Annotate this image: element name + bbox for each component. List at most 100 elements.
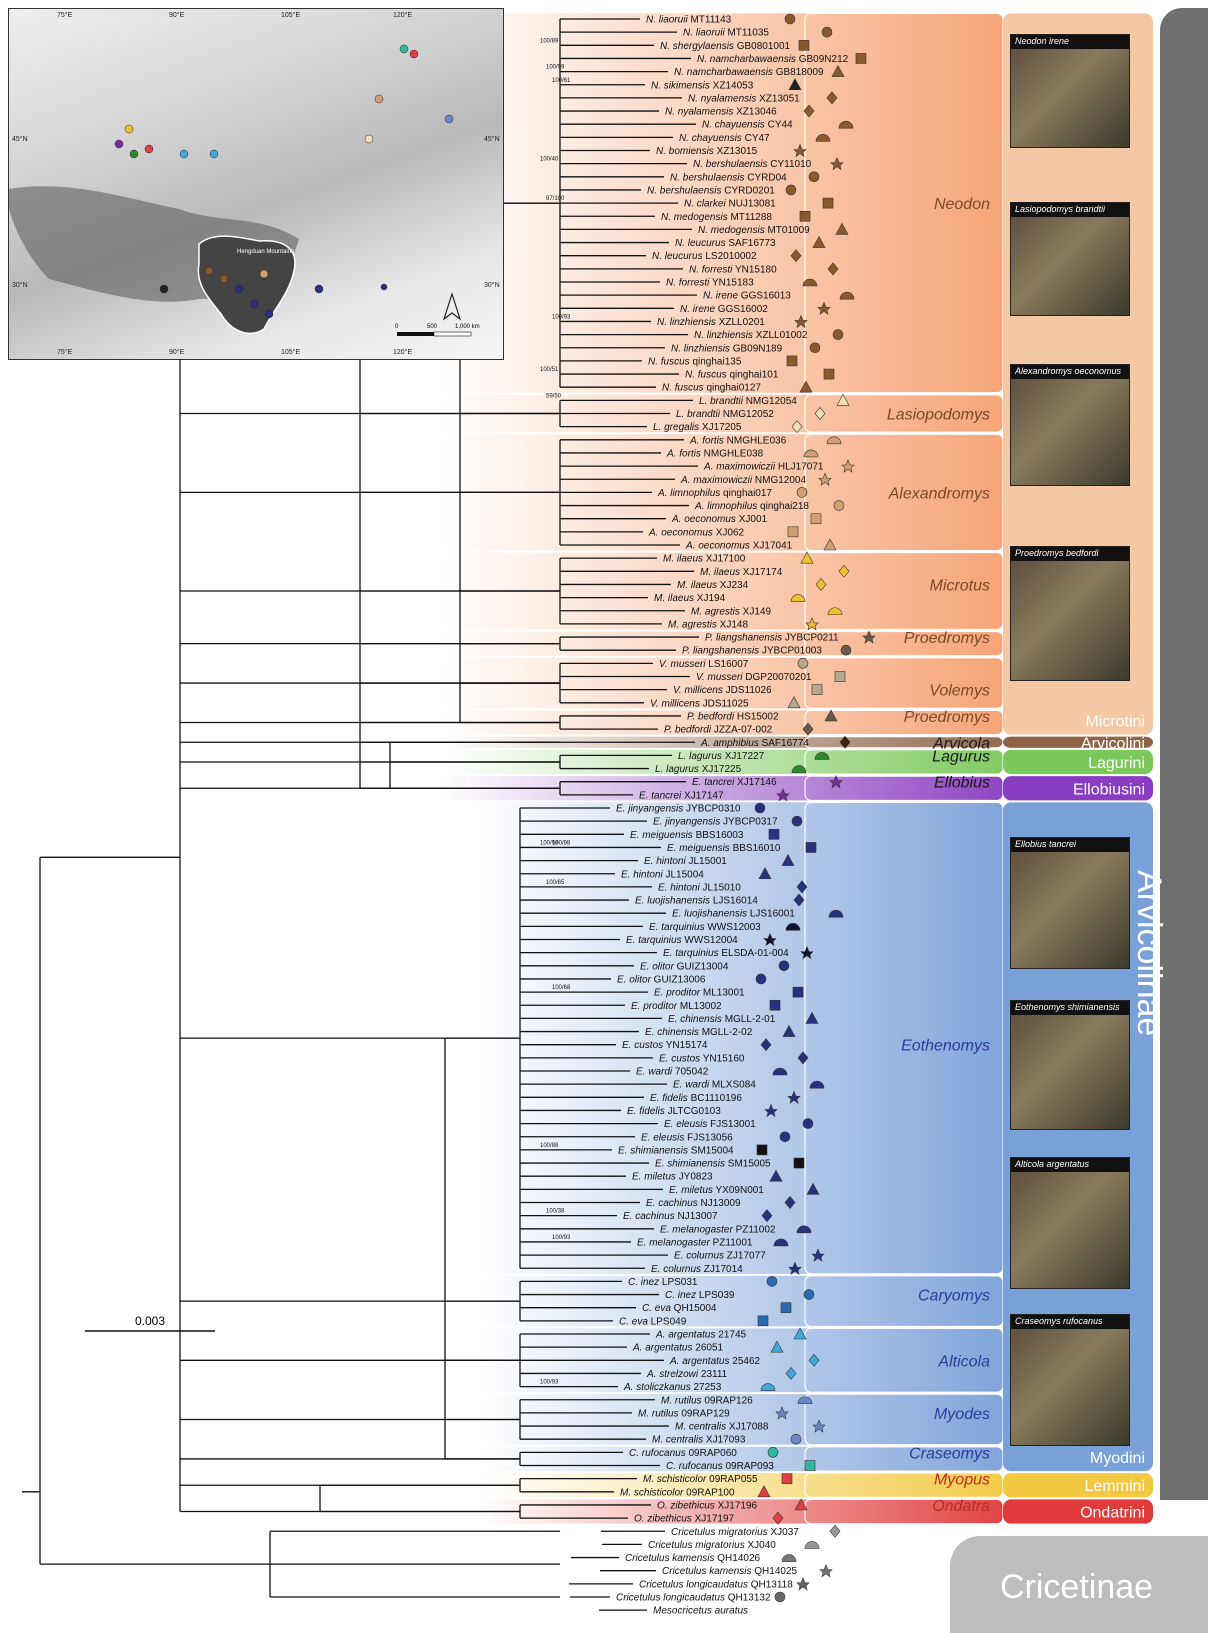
tip-label: E. colurnus ZJ17014 — [651, 1264, 743, 1275]
tip-label: E. fidelis BC1110196 — [650, 1093, 742, 1104]
tip-label: N. fuscus qinghai0127 — [662, 383, 761, 394]
tip-label: N. nyalamensis XZ13046 — [665, 107, 777, 118]
support-value: 100/68 — [552, 985, 571, 991]
tip-label: E. chinensis MGLL-2-02 — [645, 1027, 753, 1038]
tip-label: E. tancrei XJ17146 — [692, 777, 777, 788]
photo-ellobius-tancrei: Ellobius tancrei — [1010, 837, 1130, 969]
tip-label: E. hintoni JL15010 — [658, 882, 741, 893]
tip-label: E. miletus JY0823 — [632, 1172, 713, 1183]
tip-marker — [792, 816, 802, 826]
tip-marker — [782, 1474, 792, 1484]
tip-label: Cricetulus kamensis QH14025 — [662, 1566, 798, 1577]
tip-label: N. bershulaensis CYRD0201 — [647, 185, 775, 196]
tip-marker — [770, 1000, 780, 1010]
tip-marker — [755, 803, 765, 813]
tip-marker — [856, 53, 866, 63]
genus-label: Eothenomys — [901, 1038, 990, 1055]
photo-lasiopodomys-brandtii: Lasiopodomys brandtii — [1010, 202, 1130, 316]
photo-caption: Alticola argentatus — [1011, 1158, 1129, 1172]
tip-label: V. musseri LS16007 — [659, 659, 749, 670]
photo-craseomys-rufocanus: Craseomys rufocanus — [1010, 1314, 1130, 1446]
tip-marker — [800, 211, 810, 221]
tribe-label: Ellobiusini — [1073, 781, 1145, 798]
tip-label: E. hintoni JL15001 — [644, 856, 727, 867]
tip-label: Mesocricetus auratus — [653, 1606, 748, 1617]
tribe-label: Lagurini — [1088, 755, 1145, 772]
tip-label: N. medogensis MT01009 — [698, 225, 810, 236]
genus-label: Neodon — [934, 196, 990, 213]
tip-marker — [791, 1434, 801, 1444]
tip-label: Cricetulus longicaudatus QH13118 — [639, 1579, 793, 1590]
photo-caption: Ellobius tancrei — [1011, 838, 1129, 852]
tip-marker — [788, 527, 798, 537]
tip-label: E. eleusis FJS13001 — [664, 1119, 756, 1130]
tip-label: N. irene GGS16013 — [703, 291, 791, 302]
tip-label: E. wardi MLXS084 — [673, 1080, 756, 1091]
support-value: 100/89 — [540, 38, 559, 44]
tip-label: L. lagurus XJ17225 — [655, 764, 742, 775]
map-scale-bar: 0 500 1,000 km — [395, 324, 480, 336]
tip-label: E. melanogaster PZ11001 — [637, 1237, 753, 1248]
tip-label: M. agrestis XJ149 — [691, 606, 771, 617]
tip-label: M. centralis XJ17093 — [652, 1435, 746, 1446]
tip-label: M. agrestis XJ148 — [668, 619, 748, 630]
tip-label: E. olitor GUIZ13004 — [640, 961, 729, 972]
tip-marker — [830, 1525, 840, 1537]
tip-marker — [835, 672, 845, 682]
tip-marker — [768, 1447, 778, 1457]
tip-label: N. chayuensis CY44 — [702, 120, 793, 131]
tip-marker — [775, 1592, 785, 1602]
support-value: 100/93 — [540, 1380, 559, 1386]
tip-label: M. ilaeus XJ234 — [677, 580, 749, 591]
genus-label: Alticola — [937, 1353, 990, 1370]
photo-eothenomys-shimianensis: Eothenomys shimianensis — [1010, 1000, 1130, 1130]
support-value: 100/65 — [546, 880, 565, 886]
tribe-label: Microtini — [1085, 714, 1145, 731]
support-value: 100/93 — [552, 1235, 571, 1241]
tip-marker — [797, 1578, 809, 1590]
tip-label: M. rutilus 09RAP129 — [638, 1408, 730, 1419]
tip-label: E. custos YN15160 — [659, 1053, 745, 1064]
tip-marker — [811, 514, 821, 524]
tip-label: E. tarquinius WWS12003 — [649, 922, 761, 933]
support-value: 100/88 — [540, 1143, 559, 1149]
subfamily-label-arvicolinae: Arvicolinae — [1129, 870, 1168, 1036]
tip-label: O. zibethicus XJ17196 — [657, 1500, 758, 1511]
tip-marker — [805, 1541, 819, 1548]
tip-label: E. cachinus NJ13009 — [646, 1198, 741, 1209]
tip-label: A. argentatus 26051 — [632, 1343, 724, 1354]
genus-label: Volemys — [929, 683, 990, 700]
tip-label: N. bershulaensis CYRD04 — [670, 172, 787, 183]
genus-label: Proedromys — [904, 709, 990, 726]
tip-marker — [812, 685, 822, 695]
tip-label: E. melanogaster PZ11002 — [660, 1224, 776, 1235]
tip-label: M. ilaeus XJ17174 — [700, 567, 783, 578]
tip-marker — [787, 356, 797, 366]
tip-label: M. schisticolor 09RAP055 — [643, 1474, 758, 1485]
tip-label: V. millicens JDS11026 — [673, 685, 772, 696]
tip-label: M. schisticolor 09RAP100 — [620, 1487, 735, 1498]
tip-label: E. tancrei XJ17147 — [639, 790, 724, 801]
support-value: 100/40 — [540, 157, 559, 163]
tip-marker — [804, 1290, 814, 1300]
tip-marker — [785, 14, 795, 24]
tip-label: E. wardi 705042 — [636, 1067, 709, 1078]
genus-label: Myodes — [934, 1406, 990, 1423]
tip-label: E. meiguensis BBS16010 — [667, 843, 781, 854]
tip-label: N. linzhiensis XZLL0201 — [657, 317, 765, 328]
tip-label: E. custos YN15174 — [622, 1040, 708, 1051]
genus-label: Ellobius — [934, 775, 990, 792]
tip-label: M. rutilus 09RAP126 — [661, 1395, 753, 1406]
photo-caption: Eothenomys shimianensis — [1011, 1001, 1129, 1015]
tip-label: N. sikimensis XZ14053 — [651, 80, 754, 91]
tip-label: A. oeconomus XJ062 — [648, 527, 745, 538]
tip-label: Cricetulus longicaudatus QH13132 — [616, 1593, 771, 1604]
genus-label: Lagurus — [932, 748, 990, 765]
tip-label: E. eleusis FJS13056 — [641, 1132, 733, 1143]
tip-label: E. jinyangensis JYBCP0310 — [616, 804, 741, 815]
tip-label: M. ilaeus XJ17100 — [663, 554, 746, 565]
tip-marker — [799, 40, 809, 50]
tip-label: A. argentatus 25462 — [669, 1356, 761, 1367]
tip-label: A. oeconomus XJ001 — [671, 514, 768, 525]
tip-label: N. bershulaensis CY11010 — [693, 159, 812, 170]
